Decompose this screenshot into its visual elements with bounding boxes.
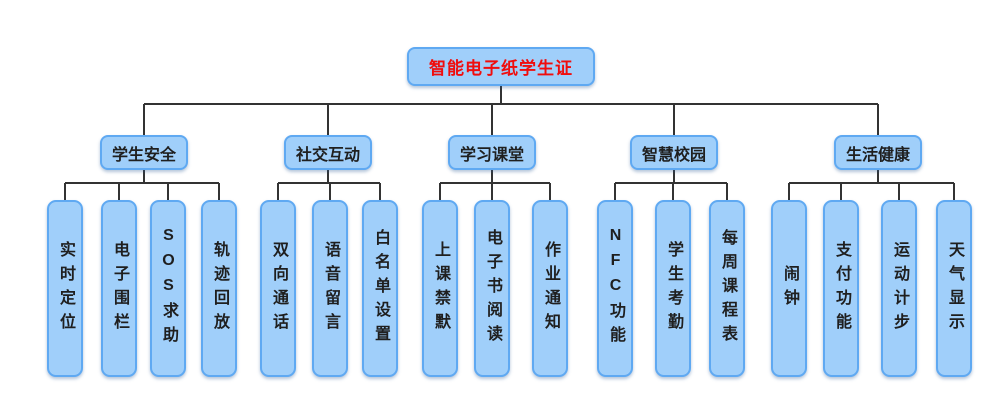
feature-label: 双向通话: [270, 240, 287, 337]
connector-group-smart-campus: [614, 170, 728, 200]
feature-label: 支付功能: [833, 240, 850, 337]
feature-label: 上课禁默: [432, 240, 449, 337]
feature-node-payment-function: 支付功能: [823, 200, 859, 377]
feature-label: 轨迹回放: [211, 240, 228, 337]
category-node-social-interaction: 社交互动: [284, 135, 372, 170]
feature-label: 实时定位: [57, 240, 74, 337]
feature-label: SOS求助: [160, 227, 177, 350]
feature-label: 每周课程表: [719, 228, 736, 349]
feature-node-track-playback: 轨迹回放: [201, 200, 237, 377]
connector-group-life-health: [788, 170, 955, 200]
feature-label: 作业通知: [542, 240, 559, 337]
category-node-smart-campus: 智慧校园: [630, 135, 718, 170]
category-node-learning-classroom: 学习课堂: [448, 135, 536, 170]
category-node-life-health: 生活健康: [834, 135, 922, 170]
feature-node-voice-message: 语音留言: [312, 200, 348, 377]
feature-label: 电子围栏: [111, 240, 128, 337]
feature-node-step-counter: 运动计步: [881, 200, 917, 377]
feature-node-ebook-reading: 电子书阅读: [474, 200, 510, 377]
connector-root-trunk: [143, 86, 879, 135]
feature-node-homework-notice: 作业通知: [532, 200, 568, 377]
connector-group-learning-classroom: [439, 170, 551, 200]
feature-label: 运动计步: [891, 240, 908, 337]
connector-group-student-safety: [64, 170, 220, 200]
feature-label: 电子书阅读: [484, 228, 501, 349]
feature-node-alarm-clock: 闹钟: [771, 200, 807, 377]
feature-node-electronic-fence: 电子围栏: [101, 200, 137, 377]
feature-node-student-attendance: 学生考勤: [655, 200, 691, 377]
feature-label: 学生考勤: [665, 240, 682, 337]
feature-node-nfc-function: NFC功能: [597, 200, 633, 377]
feature-node-weather-display: 天气显示: [936, 200, 972, 377]
feature-node-whitelist-settings: 白名单设置: [362, 200, 398, 377]
feature-node-two-way-call: 双向通话: [260, 200, 296, 377]
feature-label: 语音留言: [322, 240, 339, 337]
feature-node-weekly-schedule: 每周课程表: [709, 200, 745, 377]
category-node-student-safety: 学生安全: [100, 135, 188, 170]
feature-label: 白名单设置: [372, 228, 389, 349]
feature-label: 天气显示: [946, 240, 963, 337]
feature-label: NFC功能: [607, 227, 624, 350]
root-node: 智能电子纸学生证: [407, 47, 595, 86]
connector-group-social-interaction: [277, 170, 381, 200]
feature-node-sos-help: SOS求助: [150, 200, 186, 377]
feature-node-realtime-location: 实时定位: [47, 200, 83, 377]
feature-label: 闹钟: [781, 264, 798, 313]
feature-node-class-silence: 上课禁默: [422, 200, 458, 377]
